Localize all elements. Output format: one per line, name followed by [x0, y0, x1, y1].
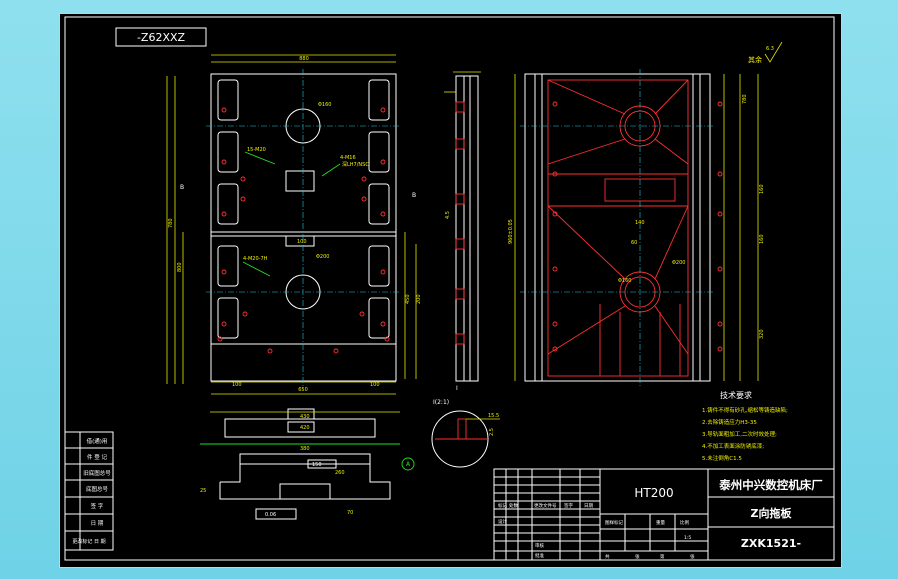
dim-text: 60 — [631, 240, 637, 246]
title-block-label: 审核 — [535, 542, 544, 549]
dim-text: 960±0.05 — [508, 219, 514, 244]
inner-frame — [64, 16, 835, 561]
title-block-label: 张 — [635, 553, 640, 560]
title-block-label: 设计 — [498, 518, 507, 525]
right-view: 960±0.05 780 160 160 320 140 Φ160 Φ200 6… — [508, 41, 783, 386]
dim-text: Φ200 — [672, 260, 685, 266]
title-block-label: 标记 — [498, 502, 507, 509]
tech-req-item: 5.未注倒角C1.5 — [702, 454, 742, 462]
dim-text: 100 — [297, 239, 307, 245]
scale-value: 1:5 — [684, 535, 691, 541]
title-block-label: 比例 — [680, 519, 689, 526]
detail-label: I(2:1) — [433, 399, 449, 406]
code-box — [115, 27, 207, 47]
datum-label: A — [406, 461, 411, 468]
dim-text: Φ200 — [316, 254, 329, 260]
dim-text: 260 — [335, 470, 345, 476]
title-block-label: 共 — [605, 553, 610, 560]
dim-text: 深LH7/NSC — [342, 161, 369, 168]
section-mark: I — [456, 385, 458, 392]
material: HT200 — [634, 486, 673, 500]
title-block-label: 签字 — [564, 502, 573, 509]
section-mark: B — [412, 192, 416, 199]
drawing-number: ZXK1521- — [741, 537, 801, 550]
dim-text: 4-M16 — [340, 155, 356, 161]
dim-text: 450 — [405, 294, 411, 304]
left-table-row: 旧底图总号 — [83, 469, 111, 477]
code-box-text: -Z62XXZ — [137, 31, 186, 44]
dim-text: 380 — [300, 446, 310, 452]
dim-text: 4-M20-7H — [243, 256, 268, 262]
left-table-row: 签 字 — [91, 502, 104, 510]
left-registration-table: 借(通)用 件 登 记 旧底图总号 底图总号 签 字 日 期 更改标记 日 期 — [64, 431, 114, 551]
dim-text: 100 — [232, 382, 242, 388]
title-block: 标记 处数 更改文件号 签字 日期 设计 图样标记 重量 比例 共 张 第 张 … — [493, 468, 835, 561]
left-table-row: 借(通)用 — [87, 437, 108, 445]
dim-text: Φ160 — [318, 102, 331, 108]
company-name: 泰州中兴数控机床厂 — [718, 478, 823, 492]
dim-text: 160 — [759, 184, 765, 194]
side-view: 4.5 I — [444, 71, 481, 392]
dim-text: 780 — [168, 218, 174, 228]
tech-req-item: 3.导轨面粗加工,二次时效处理; — [702, 430, 777, 438]
dim-text: 650 — [298, 387, 308, 393]
dim-text: 25 — [200, 488, 206, 494]
title-block-label: 第 — [660, 553, 665, 560]
title-block-label: 处数 — [509, 502, 518, 509]
left-table-row: 日 期 — [91, 520, 104, 527]
dim-text: 430 — [300, 414, 310, 420]
tolerance-frame-text: 150 — [312, 462, 322, 468]
title-block-label: 日期 — [584, 503, 593, 509]
dim-text: Φ160 — [618, 278, 631, 284]
dim-text: 320 — [759, 329, 765, 339]
technical-requirements: 技术要求 1.铸件不得有砂孔,缩松等铸造缺陷; 2.去除铸造应力H3-35 3.… — [702, 390, 788, 462]
tech-req-item: 1.铸件不得有砂孔,缩松等铸造缺陷; — [702, 406, 788, 414]
title-block-label: 重量 — [656, 519, 665, 526]
tech-req-title: 技术要求 — [720, 390, 752, 400]
title-block-label: 更改文件号 — [534, 502, 557, 509]
dim-text: 780 — [742, 94, 748, 104]
title-block-label: 张 — [690, 553, 695, 560]
dim-text: 160 — [759, 234, 765, 244]
left-table-row: 更改标记 日 期 — [72, 538, 105, 545]
dim-text: 15.5 — [488, 413, 499, 419]
roughness-value: 6.3 — [766, 46, 774, 52]
cad-drawing: -Z62XXZ 借(通)用 件 登 记 旧底图总号 底图总号 签 字 日 期 更… — [64, 16, 835, 561]
detail-view: I(2:1) 15.5 2.5 — [431, 399, 500, 468]
dim-text: 4.5 — [445, 211, 451, 219]
left-table-row: 底图总号 — [86, 485, 109, 493]
dim-text: 200 — [416, 294, 422, 304]
top-view: 880 780 800 650 100 100 450 200 — [166, 54, 422, 395]
part-name: Z向拖板 — [751, 506, 793, 520]
drawing-sheet: -Z62XXZ 借(通)用 件 登 记 旧底图总号 底图总号 签 字 日 期 更… — [59, 13, 842, 568]
section-view: 430 420 380 150 0.06 25 260 A 70 — [200, 408, 415, 520]
title-block-label: 批准 — [535, 552, 544, 559]
tech-req-item: 4.不加工表面涂防锈底漆; — [702, 442, 764, 450]
section-mark: B — [180, 184, 184, 191]
tech-req-item: 2.去除铸造应力H3-35 — [702, 418, 757, 426]
tolerance-frame-text: 0.06 — [265, 512, 276, 518]
roughness-label: 其余 — [748, 55, 762, 64]
dim-text: 420 — [300, 425, 310, 431]
dim-text: 880 — [299, 56, 309, 62]
dim-text: 140 — [635, 220, 645, 226]
dim-text: 15-M20 — [247, 147, 266, 153]
left-table-row: 件 登 记 — [87, 453, 107, 461]
dim-text: 800 — [177, 262, 183, 272]
dim-text: 100 — [370, 382, 380, 388]
title-block-label: 图样标记 — [605, 519, 623, 526]
dim-text: 70 — [347, 510, 353, 516]
dim-text: 2.5 — [489, 428, 495, 436]
